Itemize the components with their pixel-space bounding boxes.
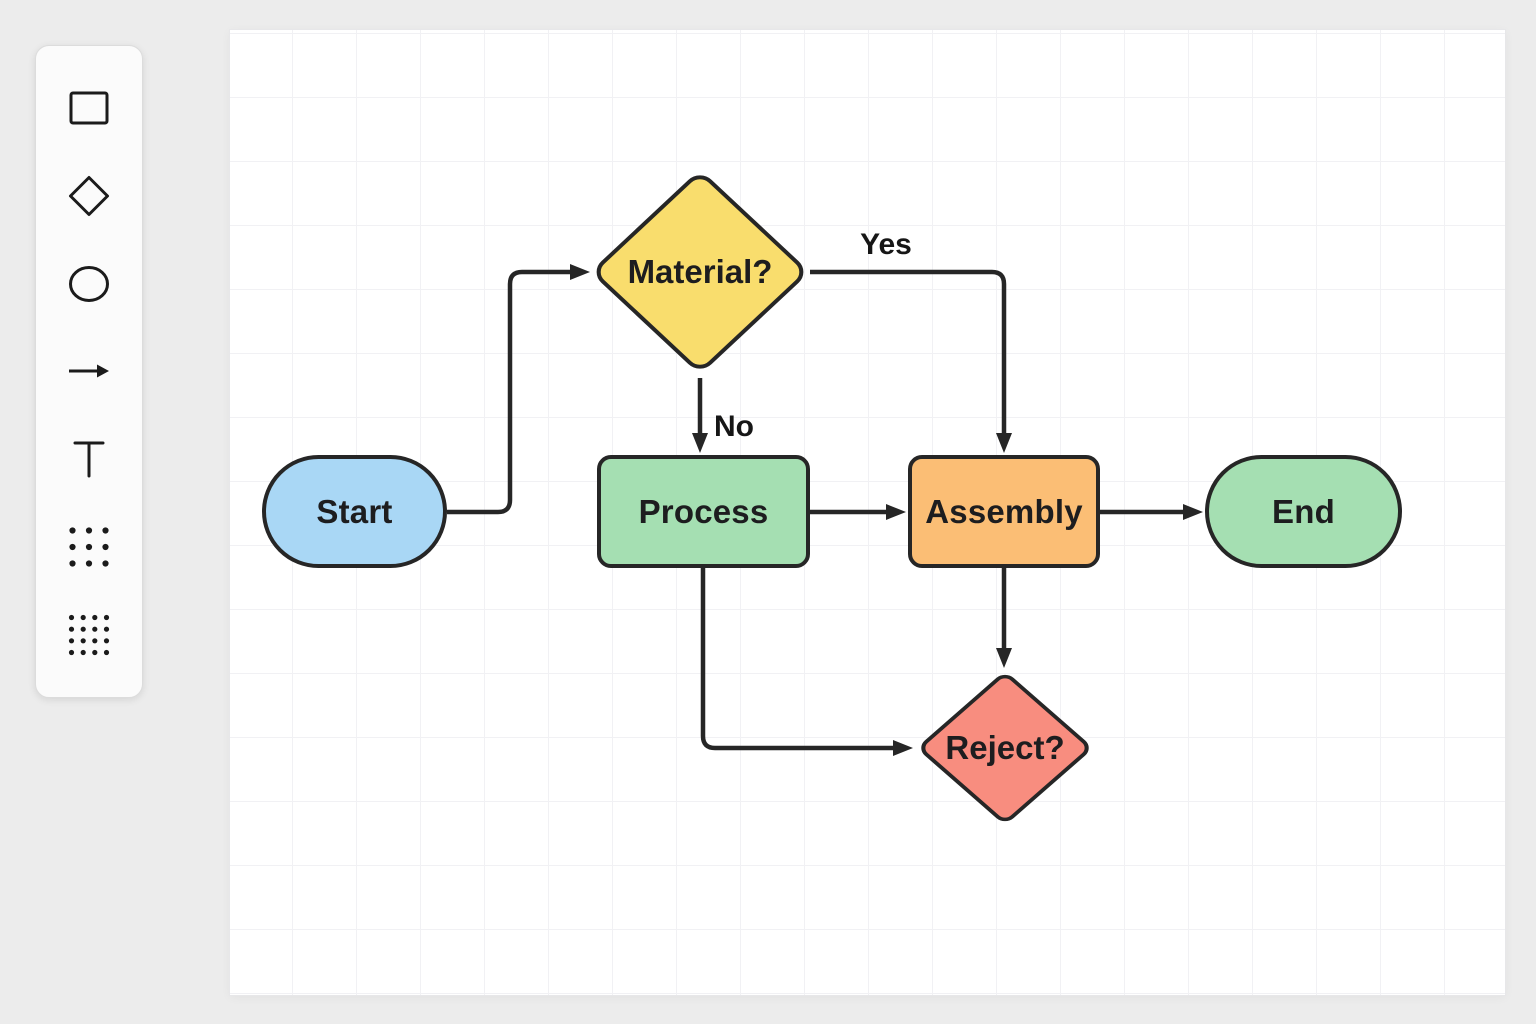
dot-grid-small-icon	[69, 527, 109, 567]
text-tool-button[interactable]	[61, 431, 117, 487]
node-start[interactable]: Start	[262, 455, 447, 568]
node-assembly[interactable]: Assembly	[908, 455, 1100, 568]
node-material[interactable]: Material?	[589, 169, 811, 375]
text-icon	[73, 441, 105, 478]
node-assembly-label: Assembly	[925, 492, 1083, 530]
dot-grid-small-tool-button[interactable]	[61, 519, 117, 575]
node-start-label: Start	[316, 492, 393, 530]
edge-process-reject[interactable]	[700, 568, 913, 756]
node-process[interactable]: Process	[597, 455, 810, 568]
rectangle-tool-button[interactable]	[61, 80, 117, 136]
node-reject[interactable]: Reject?	[916, 670, 1094, 826]
node-end[interactable]: End	[1205, 455, 1402, 568]
node-reject-label: Reject?	[945, 729, 1065, 766]
connectors-layer	[447, 264, 1203, 756]
dot-grid-large-tool-button[interactable]	[61, 607, 117, 663]
node-material-label: Material?	[627, 253, 773, 290]
shape-toolbar	[35, 45, 143, 698]
ellipse-tool-button[interactable]	[61, 256, 117, 312]
rectangle-icon	[69, 91, 109, 125]
edge-label-no: No	[714, 410, 754, 443]
node-process-label: Process	[638, 492, 769, 530]
arrow-tool-button[interactable]	[61, 343, 117, 399]
arrow-icon	[69, 364, 109, 378]
dot-grid-large-icon	[68, 614, 110, 656]
diagram-canvas[interactable]: Yes No Start Material? Process Assembly …	[230, 30, 1505, 995]
edge-label-yes: Yes	[860, 228, 912, 261]
diamond-tool-button[interactable]	[61, 168, 117, 224]
ellipse-icon	[69, 265, 109, 302]
edge-start-material[interactable]	[447, 264, 590, 515]
diamond-icon	[69, 175, 109, 216]
edge-material-assembly-yes[interactable]	[810, 269, 1012, 453]
node-end-label: End	[1272, 492, 1335, 530]
